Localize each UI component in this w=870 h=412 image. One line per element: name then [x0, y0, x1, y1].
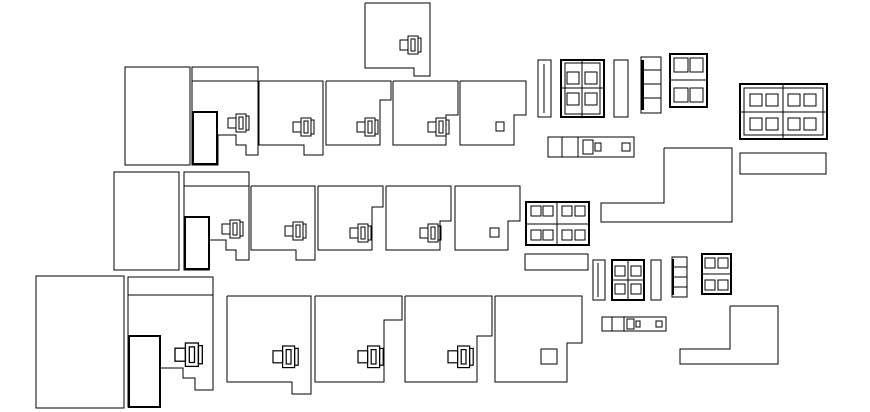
cabin-10: [314, 295, 403, 383]
cabin-9: [226, 295, 312, 395]
workstation-cluster: [525, 201, 590, 246]
workstation-cluster: [560, 59, 605, 118]
cabin-11: [404, 295, 493, 383]
cabin-row-bottom: [35, 275, 583, 409]
locker-unit: [640, 56, 662, 114]
large-workstation-block: [739, 83, 828, 140]
cabin-2: [325, 80, 392, 146]
large-room: [113, 171, 180, 271]
furniture-details: [524, 53, 828, 365]
cabin-1: [258, 80, 324, 156]
shelf-unit: [592, 259, 606, 301]
cabin-3: [392, 80, 459, 146]
shelf-unit: [613, 59, 629, 118]
cabin-row-middle: [113, 171, 521, 271]
reception-desk: [547, 136, 635, 158]
locker-unit: [671, 256, 688, 298]
large-room: [124, 66, 191, 166]
cabin-4: [459, 80, 527, 146]
shelf-unit: [537, 59, 552, 118]
cabin-top-isolated: [364, 2, 431, 77]
large-room: [35, 275, 125, 409]
cabin-8: [454, 185, 521, 251]
workstation-pair: [669, 53, 708, 108]
l-shaped-counter: [679, 305, 779, 365]
storage-block: [184, 216, 210, 270]
storage-block: [192, 111, 218, 165]
l-shaped-counter: [600, 147, 733, 223]
workstation-pair: [701, 253, 732, 295]
shelf-unit: [650, 259, 662, 301]
cabin-6: [317, 185, 384, 251]
corridor-strip: [183, 171, 250, 187]
cabin-5: [250, 185, 316, 261]
counter: [524, 253, 589, 271]
cabin-row-top: [124, 66, 527, 166]
reception-desk: [601, 316, 667, 332]
cabin-7: [385, 185, 452, 251]
counter: [739, 152, 827, 175]
corridor-strip: [127, 276, 214, 296]
storage-block: [128, 335, 161, 408]
cabin-12: [494, 295, 583, 383]
workstation-cluster: [611, 259, 645, 301]
corridor-strip: [191, 66, 259, 82]
